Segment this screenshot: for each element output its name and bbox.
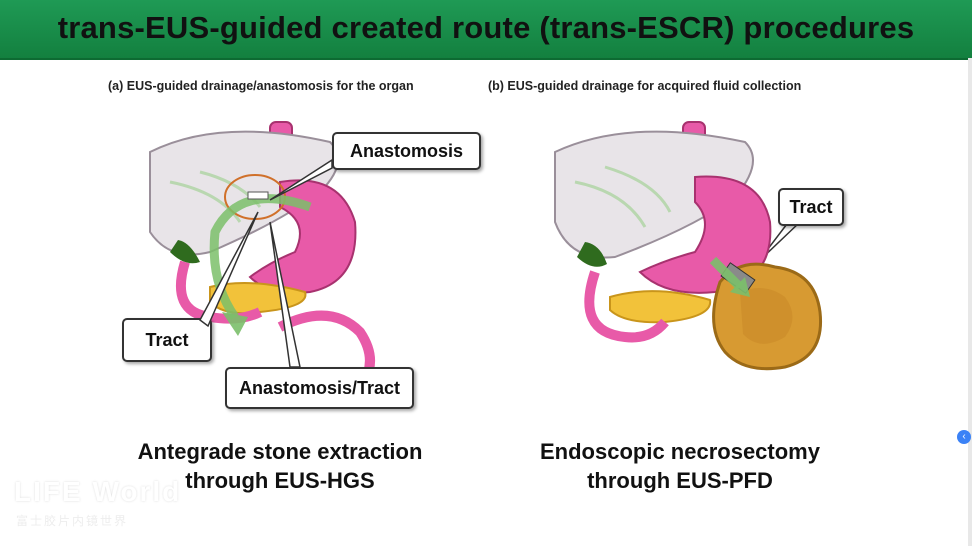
chevron-left-icon[interactable]: ‹: [957, 430, 971, 444]
subtitle-b: Endoscopic necrosectomy through EUS-PFD: [500, 437, 860, 495]
watermark-logo-text: LIFE World: [14, 476, 182, 507]
callout-anastomosis: Anastomosis: [332, 132, 481, 170]
callout-tract-b: Tract: [778, 188, 844, 226]
watermark-subtext: 富士胶片内镜世界: [16, 514, 129, 528]
subtitle-a-line1: Antegrade stone extraction: [137, 439, 423, 464]
subtitle-a: Antegrade stone extraction through EUS-H…: [100, 437, 460, 495]
title-bar: trans-EUS-guided created route (trans-ES…: [0, 0, 972, 60]
watermark-logo: LIFE World 富士胶片内镜世界: [14, 476, 184, 532]
panel-a-caption: (a) EUS-guided drainage/anastomosis for …: [108, 79, 414, 93]
subtitle-b-line1: Endoscopic necrosectomy: [540, 439, 820, 464]
subtitle-b-line2: through EUS-PFD: [587, 468, 773, 493]
callout-tract-a: Tract: [122, 318, 212, 362]
slide-title: trans-EUS-guided created route (trans-ES…: [57, 10, 915, 45]
panel-b-caption: (b) EUS-guided drainage for acquired flu…: [488, 79, 802, 93]
anatomy-diagram-b: [554, 121, 823, 371]
page-scrollbar[interactable]: [968, 58, 972, 546]
subtitle-a-line2: through EUS-HGS: [185, 468, 375, 493]
callout-anastomosis-tract: Anastomosis/Tract: [225, 367, 414, 409]
